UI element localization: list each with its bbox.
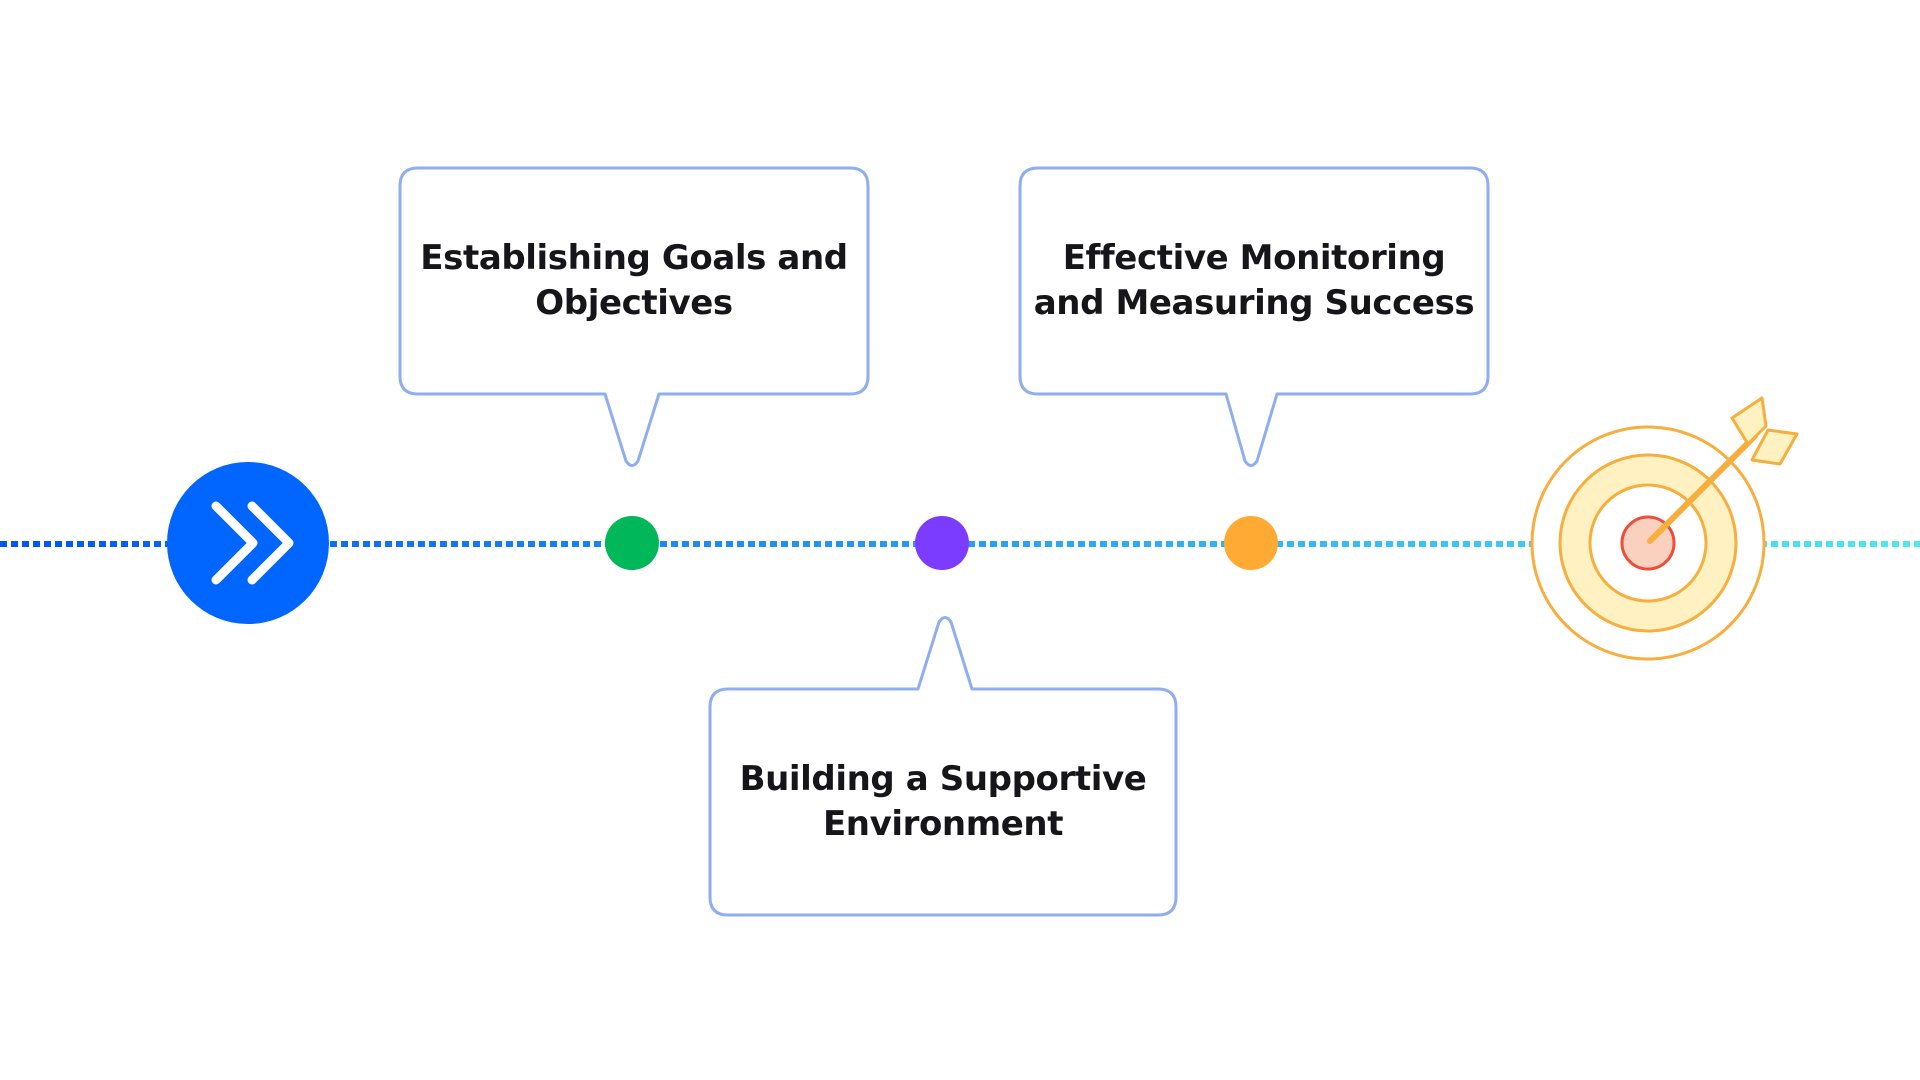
callout-label-building-environment: Building a Supportive Environment	[739, 759, 1147, 844]
double-chevron-right-icon	[167, 462, 329, 624]
callout-label-monitoring-success: Effective Monitoring and Measuring Succe…	[1033, 238, 1475, 323]
callout-bubble-establishing-goals	[398, 166, 870, 467]
milestone-dot-building-environment	[915, 516, 969, 570]
milestone-dot-monitoring-success	[1224, 516, 1278, 570]
callout-bubble-building-environment	[708, 616, 1178, 917]
milestone-dot-establishing-goals	[605, 516, 659, 570]
callout-label-establishing-goals: Establishing Goals and Objectives	[420, 238, 848, 323]
target-arrow-icon	[1530, 396, 1799, 661]
callout-bubble-monitoring-success	[1018, 166, 1490, 467]
